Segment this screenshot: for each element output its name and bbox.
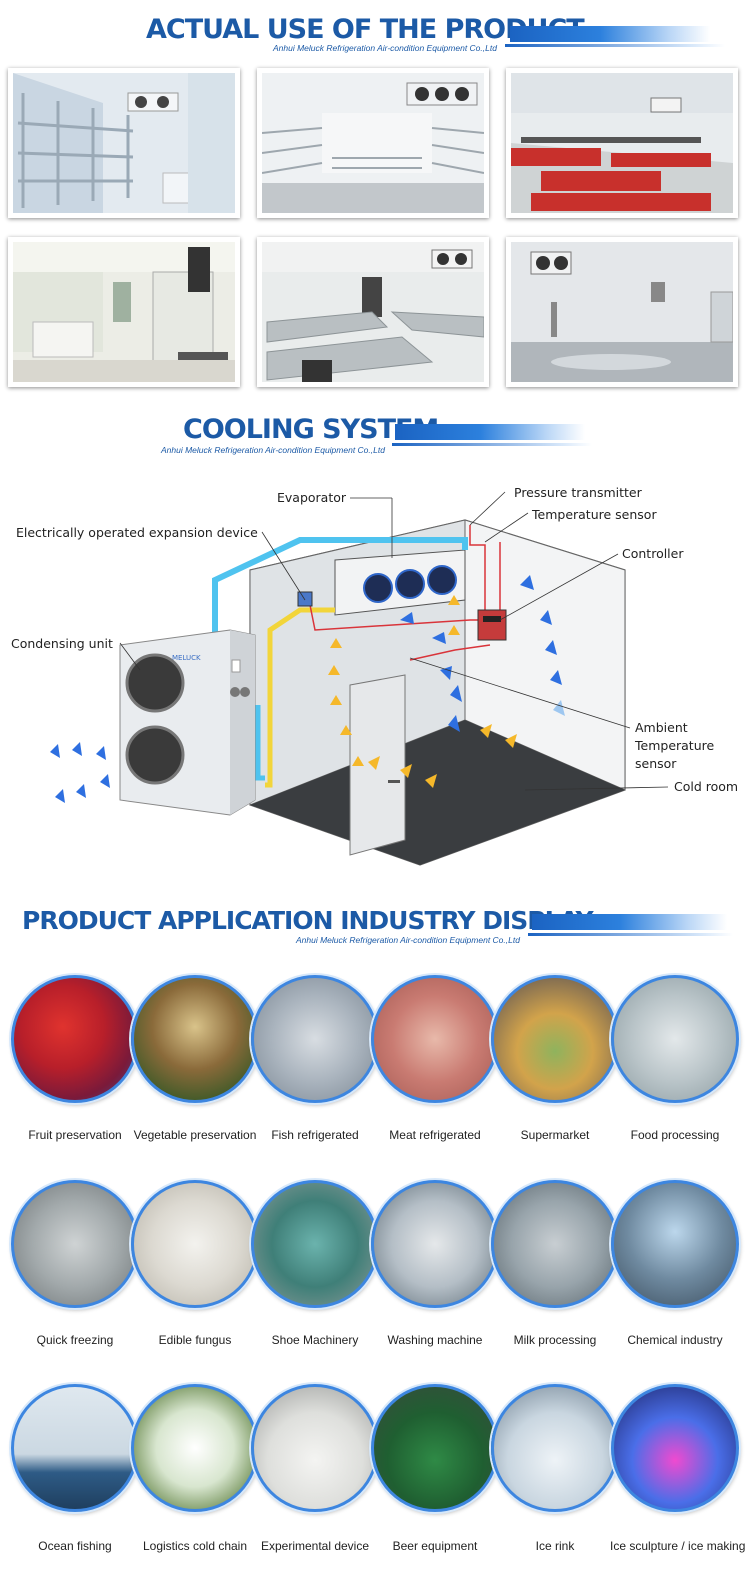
section-header-application: PRODUCT APPLICATION INDUSTRY DISPLAY Anh… <box>0 902 750 952</box>
application-label-supermarket: Supermarket <box>520 1128 590 1142</box>
application-image-ocean-fishing <box>11 1384 139 1512</box>
application-image-food-processing <box>611 975 739 1103</box>
section-header-actual-use: ACTUAL USE OF THE PRODUCT Anhui Meluck R… <box>0 10 750 60</box>
section-subtitle: Anhui Meluck Refrigeration Air-condition… <box>296 935 520 945</box>
cooling-system-diagram: MELUCK <box>0 470 750 870</box>
application-label-experimental-device: Experimental device <box>260 1539 370 1553</box>
application-label-fruit-preservation: Fruit preservation <box>28 1128 122 1142</box>
photo-cold-room-shelves <box>8 68 240 218</box>
application-image-vegetable-preservation <box>131 975 259 1103</box>
application-label-quick-freezing: Quick freezing <box>36 1333 114 1347</box>
application-label-washing-machine: Washing machine <box>387 1333 483 1347</box>
application-image-chemical-industry <box>611 1180 739 1308</box>
application-image-ice-rink <box>491 1384 619 1512</box>
application-label-chemical-industry: Chemical industry <box>627 1333 723 1347</box>
application-label-beer-equipment: Beer equipment <box>392 1539 478 1553</box>
label-pressure-transmitter: Pressure transmitter <box>514 485 642 500</box>
label-temperature-sensor: Temperature sensor <box>532 507 657 522</box>
section-title-line <box>505 44 725 47</box>
application-label-shoe-machinery: Shoe Machinery <box>271 1333 359 1347</box>
application-label-milk-processing: Milk processing <box>513 1333 597 1347</box>
application-label-vegetable-preservation: Vegetable preservation <box>133 1128 257 1142</box>
application-label-edible-fungus: Edible fungus <box>158 1333 232 1347</box>
application-image-quick-freezing <box>11 1180 139 1308</box>
label-cold-room: Cold room <box>674 779 739 794</box>
section-header-cooling-system: COOLING SYSTEM Anhui Meluck Refrigeratio… <box>0 410 750 460</box>
application-label-meat-refrigerated: Meat refrigerated <box>389 1128 481 1142</box>
application-image-washing-machine <box>371 1180 499 1308</box>
application-image-logistics-cold-chain <box>131 1384 259 1512</box>
condensing-unit-brand: MELUCK <box>172 654 201 662</box>
section-title-bar <box>532 914 727 930</box>
label-condensing-unit: Condensing unit <box>11 636 113 651</box>
application-label-ice-rink: Ice rink <box>535 1539 575 1553</box>
application-image-supermarket <box>491 975 619 1103</box>
label-controller: Controller <box>622 546 684 561</box>
photo-empty-cold-room <box>257 68 489 218</box>
label-ambient-sensor: sensor <box>635 756 677 771</box>
application-label-ice-sculpture-ice-making: Ice sculpture / ice making <box>610 1539 746 1553</box>
application-image-milk-processing <box>491 1180 619 1308</box>
application-image-fish-refrigerated <box>251 975 379 1103</box>
application-label-logistics-cold-chain: Logistics cold chain <box>142 1539 248 1553</box>
section-title-line <box>392 443 592 446</box>
label-ambient-temperature: Temperature <box>635 738 715 753</box>
section-subtitle: Anhui Meluck Refrigeration Air-condition… <box>273 43 497 53</box>
section-title-line <box>528 933 733 936</box>
diagram-drawing: MELUCK <box>50 491 669 866</box>
application-image-edible-fungus <box>131 1180 259 1308</box>
photo-processing-room <box>8 237 240 387</box>
label-evaporator: Evaporator <box>277 490 347 505</box>
section-title-bar <box>395 424 585 440</box>
photo-stainless-tables <box>257 237 489 387</box>
application-label-food-processing: Food processing <box>630 1128 720 1142</box>
section-subtitle: Anhui Meluck Refrigeration Air-condition… <box>161 445 385 455</box>
application-label-ocean-fishing: Ocean fishing <box>38 1539 112 1553</box>
application-image-ice-sculpture-ice-making <box>611 1384 739 1512</box>
application-image-fruit-preservation <box>11 975 139 1103</box>
photo-large-cold-storage <box>506 237 738 387</box>
application-image-meat-refrigerated <box>371 975 499 1103</box>
application-image-beer-equipment <box>371 1384 499 1512</box>
label-ambient: Ambient <box>635 720 688 735</box>
application-image-shoe-machinery <box>251 1180 379 1308</box>
photo-conveyor-hall <box>506 68 738 218</box>
application-label-fish-refrigerated: Fish refrigerated <box>271 1128 359 1142</box>
section-title-bar <box>510 26 710 42</box>
application-image-experimental-device <box>251 1384 379 1512</box>
section-title: PRODUCT APPLICATION INDUSTRY DISPLAY <box>22 906 594 935</box>
label-expansion-device: Electrically operated expansion device <box>16 525 258 540</box>
